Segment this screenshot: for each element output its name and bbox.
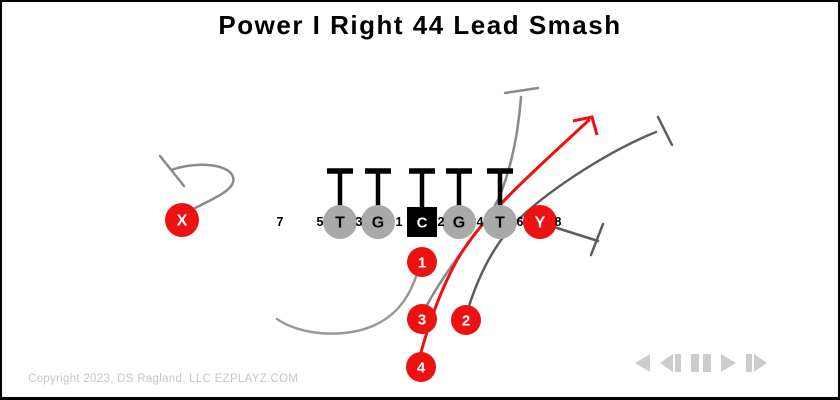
step-back-icon [660, 354, 673, 372]
route-x-hook-block [169, 163, 235, 211]
player-LT [323, 205, 357, 239]
player-FB [407, 304, 437, 334]
player-label-QB: 1 [418, 255, 426, 272]
pause-bar-icon [703, 354, 711, 372]
gap-number-6: 6 [517, 215, 524, 229]
player-label-TB: 4 [417, 360, 426, 377]
gap-number-2: 2 [438, 215, 445, 229]
gap-number-4: 4 [477, 215, 484, 229]
gap-number-1: 1 [396, 215, 403, 229]
player-label-LT: T [335, 215, 345, 232]
player-RT [483, 205, 517, 239]
route-arrowhead-tb-run-4-hole [572, 115, 599, 136]
step-forward-icon [754, 354, 767, 372]
route-hb-kickout-block [467, 130, 658, 308]
player-Y [523, 205, 557, 239]
rewind-icon [635, 354, 650, 372]
playback-controls [635, 354, 767, 372]
route-block-cap-fb-lead-block [503, 86, 540, 95]
player-label-FB: 3 [418, 312, 426, 329]
player-label-X: X [177, 213, 188, 230]
gap-number-3: 3 [356, 215, 363, 229]
step-forward-button[interactable] [746, 354, 767, 372]
player-RG [442, 205, 476, 239]
play-icon [721, 354, 736, 372]
player-TB [406, 352, 436, 382]
route-qb-swing-left [275, 268, 420, 335]
step-back-button[interactable] [660, 354, 681, 372]
play-title: Power I Right 44 Lead Smash [218, 10, 622, 40]
player-label-LG: G [372, 215, 384, 232]
gap-number-7: 7 [277, 215, 284, 229]
player-HB [451, 305, 481, 335]
route-y-down-block [555, 226, 600, 243]
step-back-bar-icon [675, 354, 681, 372]
route-block-cap-hb-kickout-block [656, 115, 674, 147]
player-label-C: C [417, 215, 428, 232]
player-QB [407, 247, 437, 277]
gap-number-8: 8 [555, 215, 562, 229]
player-C [407, 207, 437, 237]
copyright-text: Copyright 2023, DS Ragland, LLC EZPLAYZ.… [28, 373, 299, 385]
step-forward-bar-icon [746, 354, 752, 372]
player-label-HB: 2 [462, 313, 470, 330]
route-fb-lead-block [425, 95, 523, 307]
player-LG [361, 205, 395, 239]
gap-number-5: 5 [317, 215, 324, 229]
player-X [165, 203, 199, 237]
player-label-RT: T [495, 215, 505, 232]
player-label-RG: G [453, 215, 465, 232]
route-block-cap-x-hook-block [158, 154, 186, 188]
rewind-button[interactable] [635, 354, 650, 372]
play-button[interactable] [721, 354, 736, 372]
player-label-Y: Y [535, 215, 546, 232]
pause-bar-icon [691, 354, 699, 372]
pause-button[interactable] [691, 354, 711, 372]
route-block-cap-y-down-block [589, 222, 605, 257]
